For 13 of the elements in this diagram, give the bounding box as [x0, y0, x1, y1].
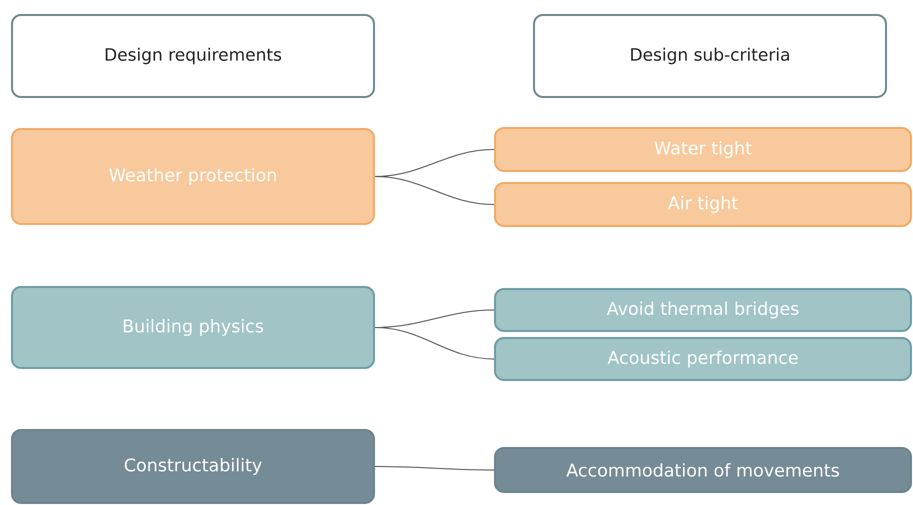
criterion-box: Water tight	[494, 126, 912, 172]
category-box: Weather protection	[11, 128, 375, 225]
criterion-box: Avoid thermal bridges	[494, 288, 912, 332]
criterion-box: Air tight	[494, 182, 912, 227]
criterion-box: Acoustic performance	[494, 336, 912, 381]
category-box: Constructability	[11, 428, 375, 504]
header-box: Design sub-criteria	[533, 14, 887, 98]
criterion-box: Accommodation of movements	[494, 446, 912, 493]
connector-line	[374, 326, 494, 360]
connector-line	[374, 466, 494, 470]
connector-line	[374, 176, 494, 205]
header-box: Design requirements	[11, 14, 375, 98]
category-box: Building physics	[11, 286, 375, 369]
